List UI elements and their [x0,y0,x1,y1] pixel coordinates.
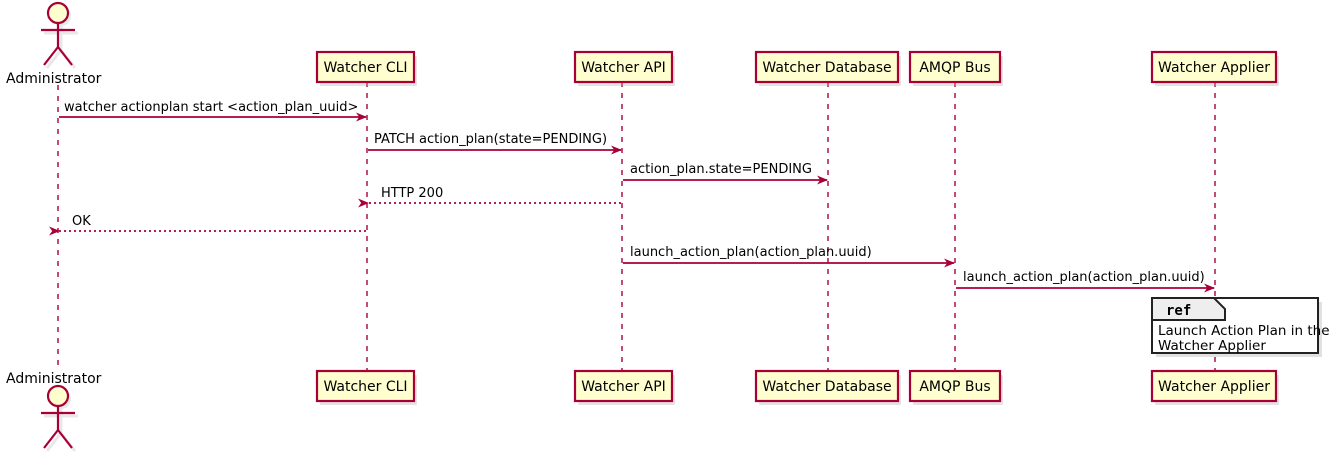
participant-rect [573,50,674,84]
message-label: watcher actionplan start <action_plan_uu… [64,100,358,115]
participant-box-watcher-database-top[interactable]: Watcher Database [754,50,901,86]
ref-fragment[interactable]: ref Launch Action Plan in the Watcher Ap… [1151,297,1330,357]
participant-box-watcher-api-bottom[interactable]: Watcher API [573,369,675,405]
message-2[interactable]: PATCH action_plan(state=PENDING) [368,132,622,155]
message-3[interactable]: action_plan.state=PENDING [623,162,828,185]
message-label: action_plan.state=PENDING [630,162,812,177]
lifelines-group [57,82,1216,370]
message-label: PATCH action_plan(state=PENDING) [374,132,607,147]
message-1[interactable]: watcher actionplan start <action_plan_uu… [59,100,367,122]
participant-label-watcher-applier-bottom: Watcher Applier [1158,379,1270,395]
message-label: HTTP 200 [381,186,443,201]
message-6[interactable]: launch_action_plan(action_plan.uuid) [623,245,955,268]
message-label: OK [72,214,91,229]
participant-label-watcher-applier-top: Watcher Applier [1158,60,1270,76]
participant-box-watcher-applier-bottom[interactable]: Watcher Applier [1150,369,1279,405]
ref-tab-shape [1151,297,1226,321]
message-4[interactable]: HTTP 200 [358,186,621,208]
participant-rect [315,50,416,84]
participant-label-watcher-database-bottom: Watcher Database [762,379,891,395]
participant-box-watcher-cli-bottom[interactable]: Watcher CLI [315,369,417,405]
participant-label-watcher-cli-top: Watcher CLI [323,60,407,76]
actor-leg-left-icon [43,46,59,66]
message-label: launch_action_plan(action_plan.uuid) [630,245,872,260]
participant-box-watcher-applier-top[interactable]: Watcher Applier [1150,50,1279,86]
participant-box-watcher-api-top[interactable]: Watcher API [573,50,675,86]
actor-administrator-top[interactable]: Administrator [6,1,102,87]
participant-label-watcher-api-bottom: Watcher API [581,379,666,395]
participant-box-amqp-bus-bottom[interactable]: AMQP Bus [908,369,1003,405]
participant-rect [1150,50,1278,84]
participant-rect [573,369,674,403]
participant-label-watcher-api-top: Watcher API [581,60,666,76]
participant-rect [908,369,1002,403]
ref-body-line-1: Launch Action Plan in the [1158,323,1330,339]
participant-label-amqp-bus-top: AMQP Bus [919,60,990,76]
participant-label-amqp-bus-bottom: AMQP Bus [919,379,990,395]
message-7[interactable]: launch_action_plan(action_plan.uuid) [956,270,1215,293]
participant-label-watcher-database-top: Watcher Database [762,60,891,76]
participant-rect [908,50,1002,84]
participant-rect [754,369,900,403]
actor-leg-left-icon [43,429,59,449]
participant-box-watcher-database-bottom[interactable]: Watcher Database [754,369,901,405]
message-label: launch_action_plan(action_plan.uuid) [963,270,1205,285]
actor-administrator-bottom[interactable]: Administrator [6,371,102,452]
participant-box-amqp-bus-top[interactable]: AMQP Bus [908,50,1003,86]
actor-head-icon [46,384,70,408]
participant-rect [315,369,416,403]
actor-label-administrator-top: Administrator [6,71,102,87]
message-5[interactable]: OK [49,214,366,236]
actor-leg-right-icon [57,46,73,66]
actor-head-icon [46,1,70,25]
participant-label-watcher-cli-bottom: Watcher CLI [323,379,407,395]
participant-box-watcher-cli-top[interactable]: Watcher CLI [315,50,417,86]
ref-body-line-2: Watcher Applier [1158,338,1266,354]
participant-rect [754,50,900,84]
actor-leg-right-icon [57,429,73,449]
participant-rect [1150,369,1278,403]
actor-label-administrator-bottom: Administrator [6,371,102,387]
ref-tab-label: ref [1166,303,1191,319]
